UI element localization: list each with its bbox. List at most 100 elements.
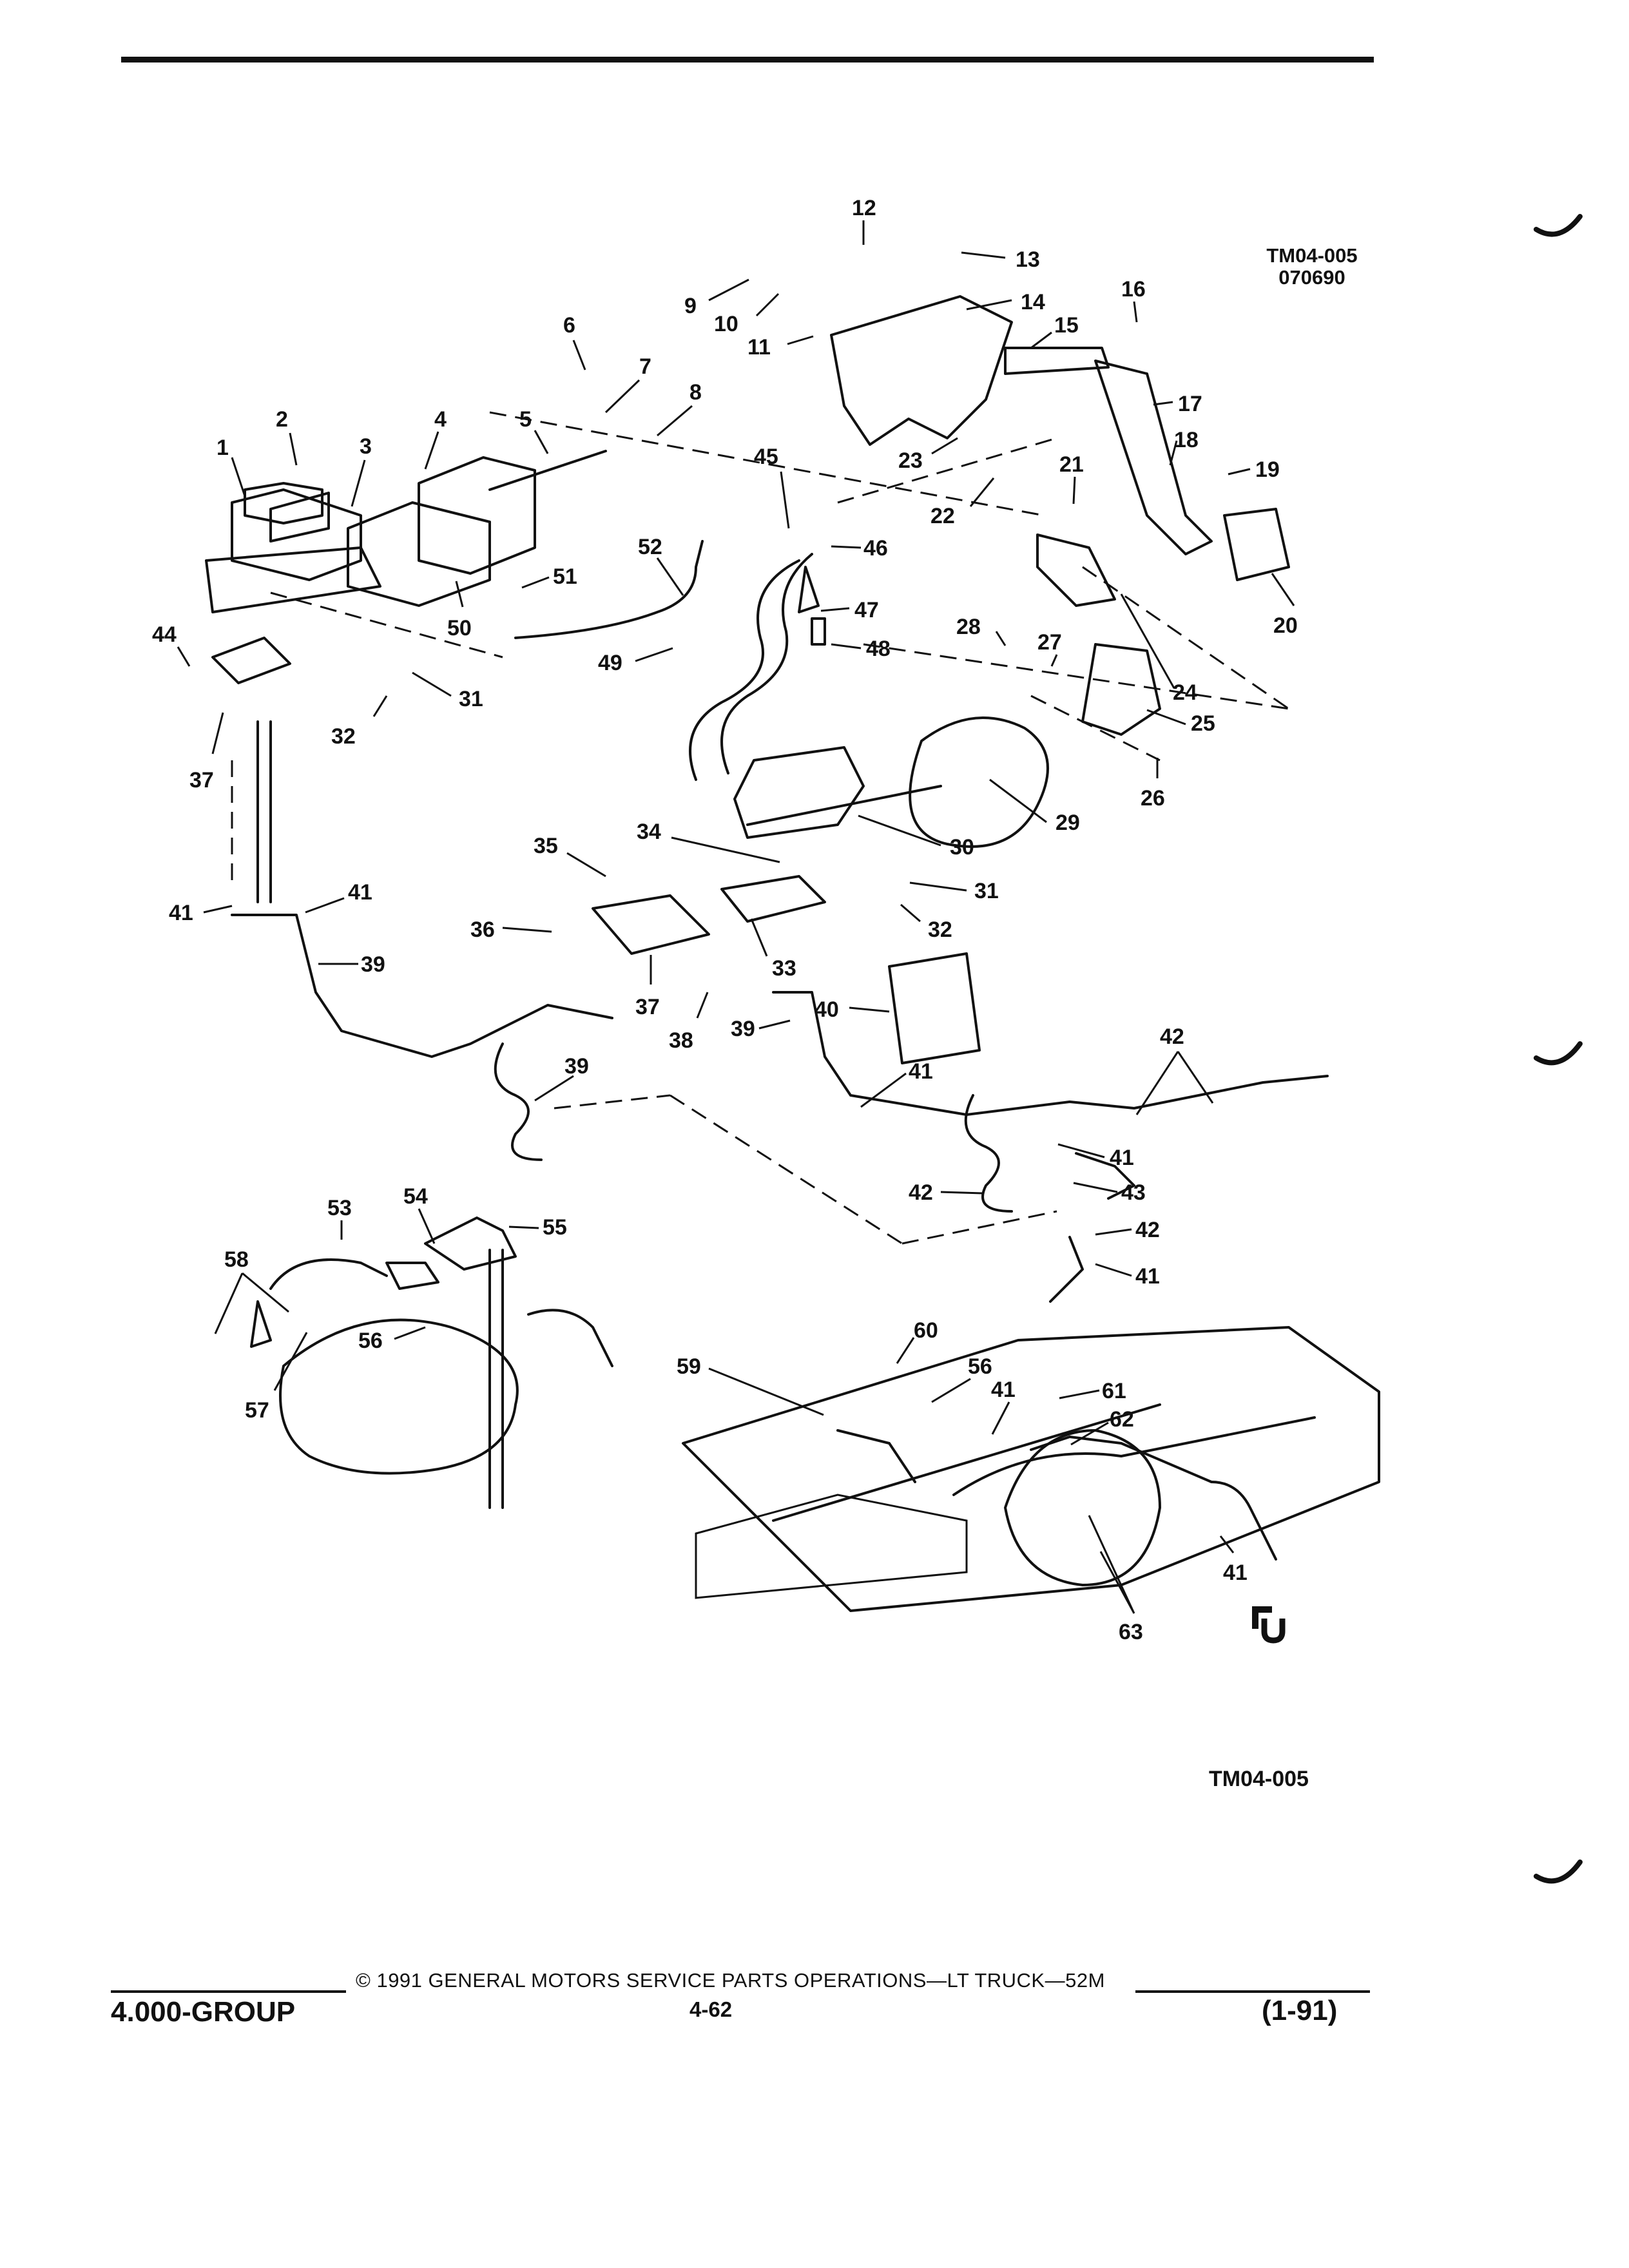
- top-rule: [121, 57, 1374, 62]
- figure-code-top: TM04-005 070690: [1248, 245, 1376, 289]
- svg-text:59: 59: [677, 1354, 701, 1379]
- callout-58: 58: [214, 1247, 289, 1334]
- callout-56b: 56: [931, 1354, 992, 1403]
- svg-text:42: 42: [1135, 1218, 1160, 1242]
- callout-32b: 32: [900, 903, 952, 942]
- svg-text:7: 7: [639, 354, 651, 379]
- svg-text:11: 11: [747, 335, 771, 360]
- callout-2: 2: [276, 407, 298, 466]
- callout-39a: 39: [318, 952, 385, 977]
- svg-text:30: 30: [950, 835, 974, 860]
- footer-group: 4.000-GROUP: [111, 1996, 296, 2028]
- callout-3: 3: [351, 434, 372, 507]
- svg-text:57: 57: [245, 1398, 269, 1423]
- callout-8: 8: [657, 380, 702, 437]
- svg-text:41: 41: [991, 1378, 1016, 1402]
- callout-41a: 41: [169, 901, 233, 925]
- callout-41e: 41: [1095, 1263, 1160, 1289]
- callout-19: 19: [1228, 457, 1280, 482]
- svg-text:1: 1: [217, 436, 229, 460]
- svg-text:33: 33: [772, 956, 796, 981]
- callout-10: 10: [714, 293, 780, 336]
- svg-text:37: 37: [189, 768, 214, 793]
- svg-text:44: 44: [152, 622, 177, 647]
- callout-41b: 41: [305, 880, 372, 914]
- svg-text:34: 34: [637, 820, 661, 844]
- callout-17: 17: [1153, 392, 1202, 416]
- footer-rule-right: [1135, 1990, 1370, 1993]
- svg-text:20: 20: [1273, 613, 1298, 638]
- callout-49: 49: [598, 647, 673, 675]
- svg-text:58: 58: [224, 1247, 249, 1272]
- svg-text:40: 40: [815, 997, 839, 1022]
- callout-60: 60: [896, 1318, 938, 1364]
- callout-53: 53: [327, 1196, 352, 1240]
- callout-54: 54: [403, 1184, 436, 1244]
- svg-text:36: 36: [470, 918, 495, 942]
- callout-34: 34: [637, 820, 780, 863]
- callout-41d: 41: [1057, 1143, 1134, 1170]
- callout-56a: 56: [358, 1326, 426, 1353]
- callout-45: 45: [754, 445, 790, 529]
- svg-text:24: 24: [1173, 680, 1197, 705]
- svg-text:6: 6: [563, 313, 575, 338]
- callout-30: 30: [858, 814, 974, 860]
- svg-text:28: 28: [956, 615, 981, 639]
- callout-47: 47: [820, 598, 879, 622]
- svg-text:47: 47: [854, 598, 879, 622]
- svg-text:61: 61: [1102, 1379, 1126, 1403]
- callout-29: 29: [989, 778, 1080, 835]
- callout-21: 21: [1059, 452, 1084, 505]
- footer-page-number: 4-62: [689, 1997, 733, 2021]
- svg-text:15: 15: [1054, 313, 1079, 338]
- svg-text:17: 17: [1178, 392, 1202, 416]
- callout-11: 11: [747, 335, 814, 360]
- svg-text:41: 41: [169, 901, 193, 925]
- svg-text:39: 39: [361, 952, 385, 977]
- callouts: 1 2 3 4 5 6 7 8 9 10 11 12 13 14 15 16 1…: [152, 196, 1298, 1644]
- binding-mark-1: [1534, 214, 1583, 237]
- svg-text:43: 43: [1121, 1180, 1146, 1205]
- callout-39b: 39: [731, 1017, 791, 1041]
- svg-text:56: 56: [358, 1329, 383, 1353]
- callout-18: 18: [1169, 428, 1199, 466]
- callout-63: 63: [1088, 1515, 1143, 1644]
- svg-text:41: 41: [1223, 1561, 1248, 1585]
- svg-text:39: 39: [731, 1017, 755, 1041]
- callout-15: 15: [1030, 313, 1079, 349]
- callout-12: 12: [852, 196, 876, 245]
- svg-text:41: 41: [909, 1059, 933, 1084]
- callout-37a: 37: [189, 712, 224, 793]
- svg-text:49: 49: [598, 651, 622, 675]
- svg-text:42: 42: [909, 1180, 933, 1205]
- callout-40: 40: [815, 997, 890, 1022]
- callout-42b: 42: [909, 1180, 984, 1205]
- svg-text:21: 21: [1059, 452, 1084, 477]
- callout-61: 61: [1059, 1379, 1126, 1403]
- callout-35: 35: [534, 834, 606, 878]
- callout-36: 36: [470, 918, 552, 942]
- svg-text:55: 55: [543, 1215, 567, 1240]
- callout-5: 5: [519, 407, 549, 454]
- callout-52: 52: [638, 535, 684, 596]
- callout-31b: 31: [909, 879, 999, 903]
- callout-50: 50: [447, 581, 472, 640]
- svg-text:46: 46: [863, 536, 888, 561]
- svg-text:53: 53: [327, 1196, 352, 1220]
- figure-code-bottom: TM04-005: [1209, 1767, 1309, 1791]
- svg-text:26: 26: [1141, 786, 1165, 811]
- svg-text:25: 25: [1191, 711, 1215, 736]
- svg-text:31: 31: [974, 879, 999, 903]
- svg-text:32: 32: [928, 918, 952, 942]
- svg-text:27: 27: [1037, 630, 1062, 655]
- callout-41f: 41: [991, 1378, 1016, 1435]
- callout-25: 25: [1146, 709, 1215, 736]
- front-caliper-drawing: [250, 1216, 613, 1509]
- svg-text:41: 41: [1135, 1264, 1160, 1289]
- svg-text:22: 22: [930, 504, 955, 528]
- svg-text:38: 38: [669, 1028, 693, 1053]
- callout-14: 14: [966, 290, 1045, 314]
- callout-57: 57: [245, 1332, 308, 1423]
- svg-text:41: 41: [348, 880, 372, 905]
- svg-text:39: 39: [564, 1054, 589, 1079]
